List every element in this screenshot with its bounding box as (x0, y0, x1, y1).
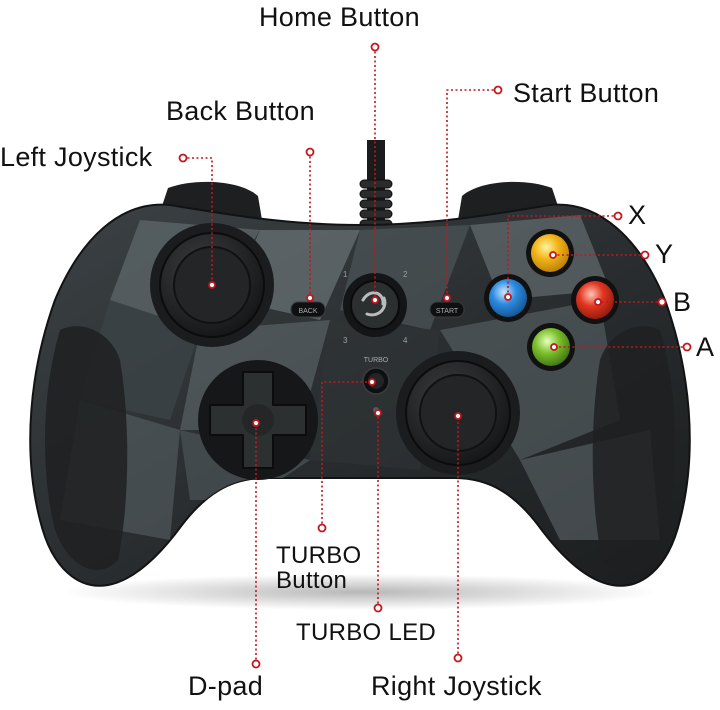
turbo-button: TURBO (362, 357, 390, 395)
label-start-button: Start Button (513, 78, 660, 108)
right-grip (592, 326, 676, 570)
left-grip (44, 326, 128, 570)
label-back-button: Back Button (166, 96, 315, 126)
leader-endpoints (178, 42, 692, 669)
svg-text:START: START (436, 308, 459, 315)
label-a: A (696, 332, 715, 362)
player-indicators: 1 2 3 4 (343, 270, 408, 345)
leader-lines (183, 47, 687, 664)
svg-text:BACK: BACK (298, 308, 317, 315)
svg-text:3: 3 (343, 336, 348, 345)
label-turbo-button: TURBO Button (276, 542, 362, 595)
leader-turbo-button (321, 381, 371, 528)
label-dpad: D-pad (188, 671, 264, 701)
label-x: X (628, 200, 647, 230)
label-y: Y (655, 239, 674, 269)
usb-cable (359, 140, 393, 230)
label-b: B (673, 287, 692, 317)
svg-text:4: 4 (403, 336, 408, 345)
label-right-joystick: Right Joystick (371, 671, 542, 701)
svg-text:1: 1 (343, 270, 348, 279)
leader-x (507, 215, 618, 293)
label-turbo-led: TURBO LED (296, 619, 437, 646)
svg-text:2: 2 (403, 270, 408, 279)
back-button: BACK (290, 301, 326, 318)
leader-left-joystick (183, 157, 213, 282)
leader-start (446, 89, 498, 297)
label-home-button: Home Button (259, 2, 420, 32)
start-button: START (429, 301, 465, 318)
home-button (343, 273, 407, 337)
label-left-joystick: Left Joystick (0, 142, 153, 172)
svg-text:TURBO: TURBO (364, 357, 389, 364)
